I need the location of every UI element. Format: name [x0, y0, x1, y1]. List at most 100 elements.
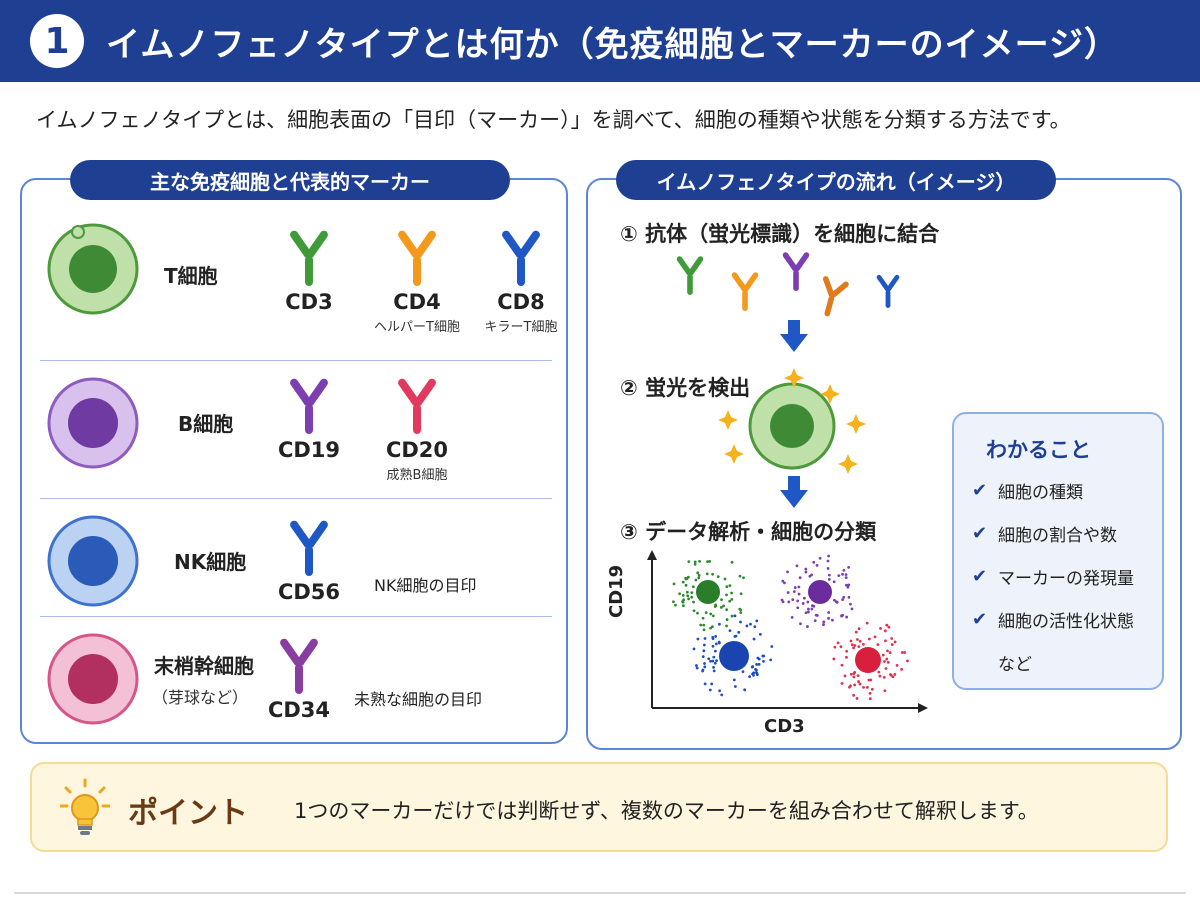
scatter-point — [711, 659, 715, 663]
scatter-point — [719, 605, 723, 609]
scatter-point — [730, 560, 734, 564]
checkmark-icon: ✔ — [972, 480, 988, 501]
scatter-point — [891, 675, 895, 679]
antibody-icon — [396, 229, 438, 286]
scatter-point — [858, 639, 862, 643]
scatter-point — [751, 665, 755, 668]
nk-cell-label: NK細胞 — [174, 550, 247, 574]
scatter-point — [855, 697, 859, 700]
scatter-point — [737, 630, 741, 634]
scatter-point — [827, 577, 831, 581]
scatter-point — [873, 635, 877, 639]
sparkle-icon — [718, 410, 738, 430]
scatter-point — [710, 682, 714, 686]
arrow-down-icon — [780, 476, 808, 508]
scatter-point — [697, 576, 701, 580]
scatter-point — [868, 691, 872, 695]
scatter-point — [678, 592, 681, 596]
scatter-point — [687, 560, 691, 564]
scatter-point — [806, 625, 809, 628]
scatter-point — [796, 606, 800, 610]
scatter-point — [841, 598, 845, 602]
findings-title: わかること — [986, 438, 1091, 462]
scatter-plot — [647, 550, 928, 713]
scatter-point — [846, 585, 850, 589]
scatter-point — [728, 599, 732, 603]
marker-cd8: CD8 キラーT細胞 — [476, 224, 566, 335]
scatter-point — [822, 620, 826, 624]
scatter-point — [827, 611, 831, 614]
scatter-point — [852, 672, 856, 675]
scatter-point — [741, 670, 745, 674]
scatter-point — [749, 622, 752, 626]
scatter-point — [725, 624, 728, 628]
scatter-point — [852, 675, 856, 679]
scatter-point — [696, 571, 700, 575]
point-title: ポイント — [128, 796, 248, 831]
marker-cd56: CD56 — [264, 514, 354, 604]
scatter-point — [770, 645, 774, 648]
antibody-icon — [288, 519, 330, 576]
t-cell-icon — [47, 223, 139, 315]
antibody-icon — [730, 271, 760, 311]
scatter-point — [798, 576, 802, 580]
scatter-point — [885, 657, 889, 661]
scatter-point — [867, 678, 871, 682]
scatter-point — [849, 672, 853, 676]
marker-label: CD3 — [285, 290, 333, 314]
scatter-point — [837, 574, 841, 577]
scatter-point — [857, 627, 861, 631]
scatter-point — [704, 611, 708, 615]
scatter-point — [753, 625, 757, 629]
row-stem-cell: 末梢幹細胞 （芽球など） CD34 未熟な細胞の目印 — [36, 618, 554, 754]
scatter-point — [886, 649, 889, 653]
scatter-point — [862, 685, 865, 689]
scatter-point — [887, 625, 891, 629]
scatter-point — [701, 616, 705, 620]
scatter-point — [857, 680, 860, 683]
b-cell-label: B細胞 — [178, 412, 234, 436]
scatter-point — [822, 623, 825, 626]
scatter-point — [705, 572, 709, 576]
scatter-point — [806, 600, 810, 604]
scatter-point — [692, 647, 696, 651]
scatter-point — [790, 616, 794, 619]
scatter-point — [886, 660, 890, 664]
scatter-point — [739, 611, 743, 615]
scatter-point — [870, 687, 874, 691]
scatter-point — [739, 620, 742, 624]
scatter-point — [890, 643, 894, 646]
scatter-point — [850, 607, 854, 611]
scatter-point — [681, 604, 685, 608]
scatter-point — [692, 600, 695, 604]
scatter-point — [706, 560, 709, 564]
antibody-icon — [781, 251, 811, 291]
scatter-point — [840, 614, 844, 617]
cluster-center — [696, 580, 720, 604]
scatter-point — [786, 570, 789, 574]
scatter-point — [857, 645, 861, 649]
scatter-point — [895, 664, 899, 667]
scatter-point — [720, 693, 724, 697]
scatter-point — [703, 682, 707, 686]
point-text: 1つのマーカーだけでは判断せず、複数のマーカーを組み合わせて解釈します。 — [294, 799, 1039, 823]
scatter-point — [811, 604, 814, 608]
scatter-point — [716, 575, 720, 578]
scatter-point — [723, 577, 727, 581]
scatter-point — [797, 585, 801, 589]
scatter-point — [881, 653, 885, 657]
t-cell-label: T細胞 — [164, 264, 218, 288]
scatter-point — [694, 578, 698, 582]
scatter-point — [832, 657, 836, 661]
scatter-point — [672, 582, 676, 586]
scatter-point — [681, 594, 685, 597]
scatter-point — [885, 623, 889, 627]
scatter-point — [900, 651, 904, 654]
scatter-point — [858, 682, 862, 686]
scatter-point — [853, 683, 857, 687]
scatter-point — [707, 657, 711, 661]
scatter-point — [748, 675, 752, 679]
scatter-point — [833, 645, 837, 649]
scatter-point — [791, 598, 795, 602]
scatter-point — [684, 583, 688, 587]
